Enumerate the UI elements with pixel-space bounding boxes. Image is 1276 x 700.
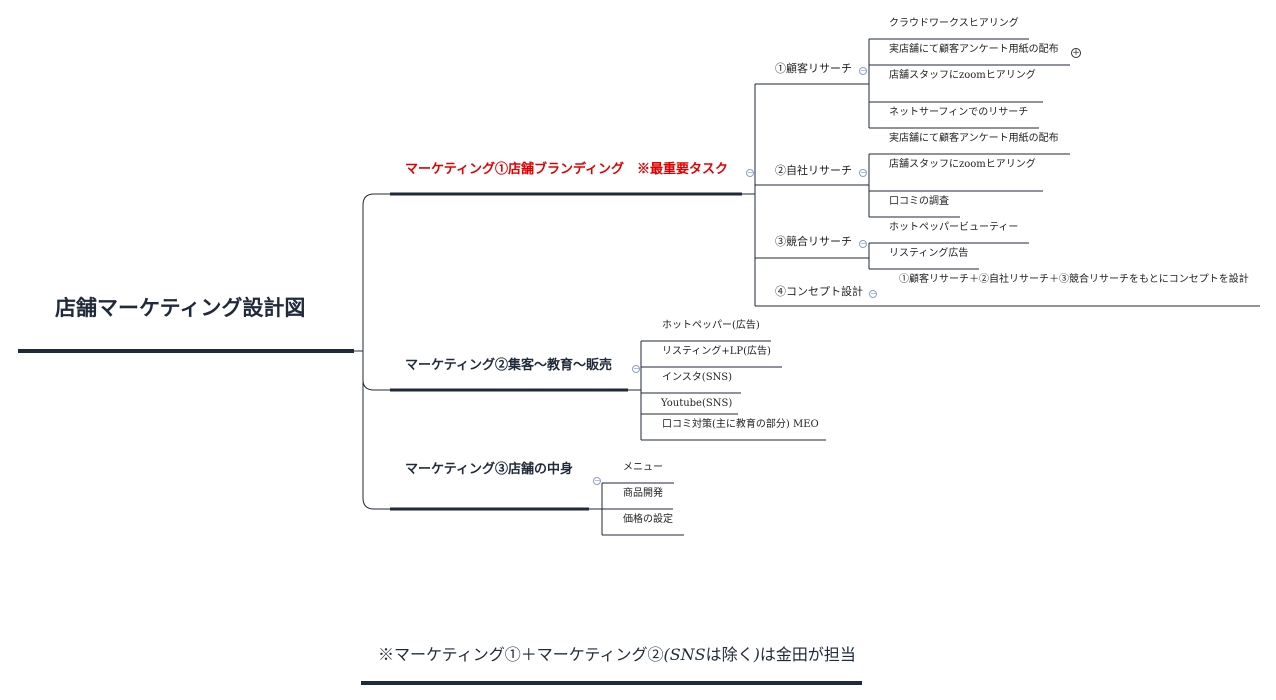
leaf[interactable]: Youtube(SNS) — [661, 398, 733, 409]
note-italic-end: ) — [753, 645, 760, 664]
branch-branding[interactable]: マーケティング①店舗ブランディング ※最重要タスク — [405, 162, 729, 177]
collapse-icon[interactable]: − — [859, 66, 867, 75]
root-topic[interactable]: 店舗マーケティング設計図 — [55, 295, 306, 320]
collapse-icon[interactable]: − — [869, 289, 877, 298]
note-prefix: ※マーケティング①＋マーケティング② — [378, 645, 664, 664]
topic-company-research[interactable]: ②自社リサーチ — [775, 164, 852, 177]
topic-competitor-research[interactable]: ③競合リサーチ — [775, 235, 852, 248]
responsibility-note[interactable]: ※マーケティング①＋マーケティング②(SNSは除く)は金田が担当 — [378, 647, 856, 663]
collapse-icon[interactable]: − — [859, 168, 867, 177]
leaf[interactable]: インスタ(SNS) — [662, 372, 733, 383]
leaf[interactable]: ネットサーフィンでのリサーチ — [889, 107, 1029, 118]
topic-concept-design[interactable]: ④コンセプト設計 — [775, 285, 863, 298]
branch-store-content[interactable]: マーケティング③店舗の中身 — [405, 462, 573, 477]
leaf[interactable]: 実店舗にて顧客アンケート用紙の配布 — [889, 133, 1059, 144]
leaf[interactable]: ホットペッパービューティー — [889, 222, 1019, 233]
leaf[interactable]: ホットペッパー(広告) — [662, 320, 760, 331]
collapse-icon[interactable]: − — [859, 239, 867, 248]
leaf[interactable]: リスティング広告 — [889, 248, 969, 259]
collapse-icon[interactable]: − — [593, 476, 601, 485]
leaf[interactable]: 店舗スタッフにzoomヒアリング — [889, 70, 1036, 81]
leaf[interactable]: 実店舗にて顧客アンケート用紙の配布 — [889, 44, 1059, 55]
collapse-icon[interactable]: − — [746, 168, 754, 177]
note-suffix: は金田が担当 — [759, 645, 856, 664]
leaf[interactable]: クラウドワークスヒアリング — [889, 18, 1019, 29]
leaf[interactable]: 口コミ対策(主に教育の部分) MEO — [662, 419, 819, 430]
leaf[interactable]: 価格の設定 — [623, 514, 673, 525]
leaf[interactable]: リスティング+LP(広告) — [662, 346, 771, 357]
expand-icon[interactable]: + — [1071, 48, 1081, 58]
note-mid: は除く — [705, 645, 754, 664]
topic-customer-research[interactable]: ①顧客リサーチ — [775, 62, 852, 75]
leaf[interactable]: 商品開発 — [623, 488, 663, 499]
leaf[interactable]: ①顧客リサーチ＋②自社リサーチ＋③競合リサーチをもとにコンセプトを設計 — [899, 274, 1249, 285]
leaf[interactable]: メニュー — [623, 462, 663, 473]
leaf[interactable]: 店舗スタッフにzoomヒアリング — [889, 159, 1036, 170]
leaf[interactable]: 口コミの調査 — [889, 196, 949, 207]
collapse-icon[interactable]: − — [632, 364, 640, 373]
branch-acquisition[interactable]: マーケティング②集客〜教育〜販売 — [405, 358, 612, 373]
note-italic: (SNS — [663, 645, 706, 664]
